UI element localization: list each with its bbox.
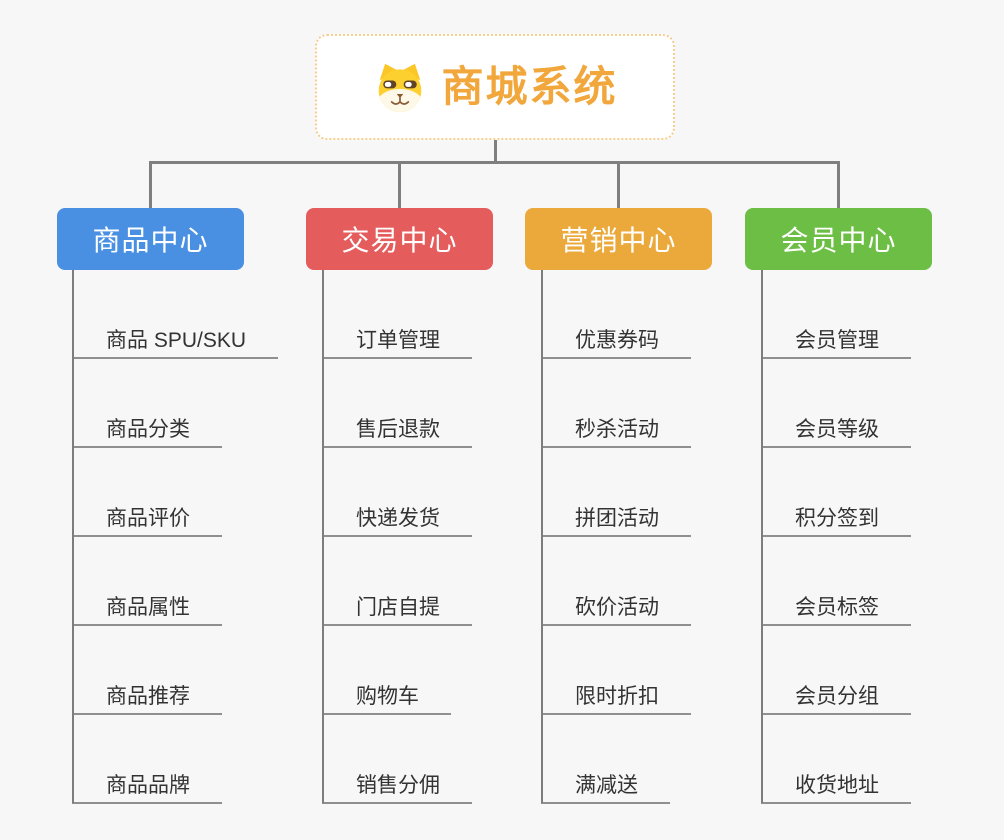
leaf-column-line [541,270,543,803]
leaf-node[interactable]: 限时折扣 [541,626,691,715]
leaf-column-line [322,270,324,803]
leaf-node[interactable]: 会员等级 [761,359,911,448]
leaf-node[interactable]: 销售分佣 [322,715,472,804]
branch-marketing-center[interactable]: 营销中心 [525,208,712,270]
branch-label: 会员中心 [780,225,897,256]
leaf-node[interactable]: 商品推荐 [72,626,222,715]
connector-bus [149,161,840,164]
leaf-node[interactable]: 会员管理 [761,270,911,359]
leaf-node[interactable]: 门店自提 [322,537,472,626]
leaf-node[interactable]: 会员分组 [761,626,911,715]
leaf-node[interactable]: 售后退款 [322,359,472,448]
leaf-column-line [761,270,763,803]
leaf-node[interactable]: 满减送 [541,715,670,804]
branch-trade-center[interactable]: 交易中心 [306,208,493,270]
leaf-node[interactable]: 商品属性 [72,537,222,626]
leaf-column-member: 会员管理 会员等级 积分签到 会员标签 会员分组 收货地址 [761,270,911,804]
leaf-node[interactable]: 砍价活动 [541,537,691,626]
connector-drop-trade [398,161,401,210]
leaf-node[interactable]: 商品分类 [72,359,222,448]
leaf-node[interactable]: 优惠券码 [541,270,691,359]
leaf-node[interactable]: 会员标签 [761,537,911,626]
root-node[interactable]: 商城系统 [315,34,675,140]
connector-drop-member [837,161,840,210]
leaf-node[interactable]: 快递发货 [322,448,472,537]
root-title: 商城系统 [441,63,618,110]
leaf-node[interactable]: 订单管理 [322,270,472,359]
leaf-node[interactable]: 收货地址 [761,715,911,804]
branch-label: 交易中心 [341,225,458,256]
leaf-node[interactable]: 商品品牌 [72,715,222,804]
branch-label: 营销中心 [560,225,677,256]
connector-drop-marketing [617,161,620,210]
leaf-node[interactable]: 秒杀活动 [541,359,691,448]
branch-member-center[interactable]: 会员中心 [745,208,932,270]
leaf-column-trade: 订单管理 售后退款 快递发货 门店自提 购物车 销售分佣 [322,270,472,804]
branch-product-center[interactable]: 商品中心 [57,208,244,270]
leaf-node[interactable]: 商品评价 [72,448,222,537]
connector-drop-product [149,161,152,210]
leaf-column-marketing: 优惠券码 秒杀活动 拼团活动 砍价活动 限时折扣 满减送 [541,270,691,804]
leaf-node[interactable]: 购物车 [322,626,451,715]
leaf-node[interactable]: 拼团活动 [541,448,691,537]
connector-root-stem [494,140,497,164]
branch-label: 商品中心 [92,225,209,256]
leaf-column-product: 商品 SPU/SKU 商品分类 商品评价 商品属性 商品推荐 商品品牌 [72,270,279,804]
leaf-node[interactable]: 商品 SPU/SKU [72,270,279,359]
dog-face-icon [379,63,422,113]
leaf-node[interactable]: 积分签到 [761,448,911,537]
leaf-column-line [72,270,74,803]
